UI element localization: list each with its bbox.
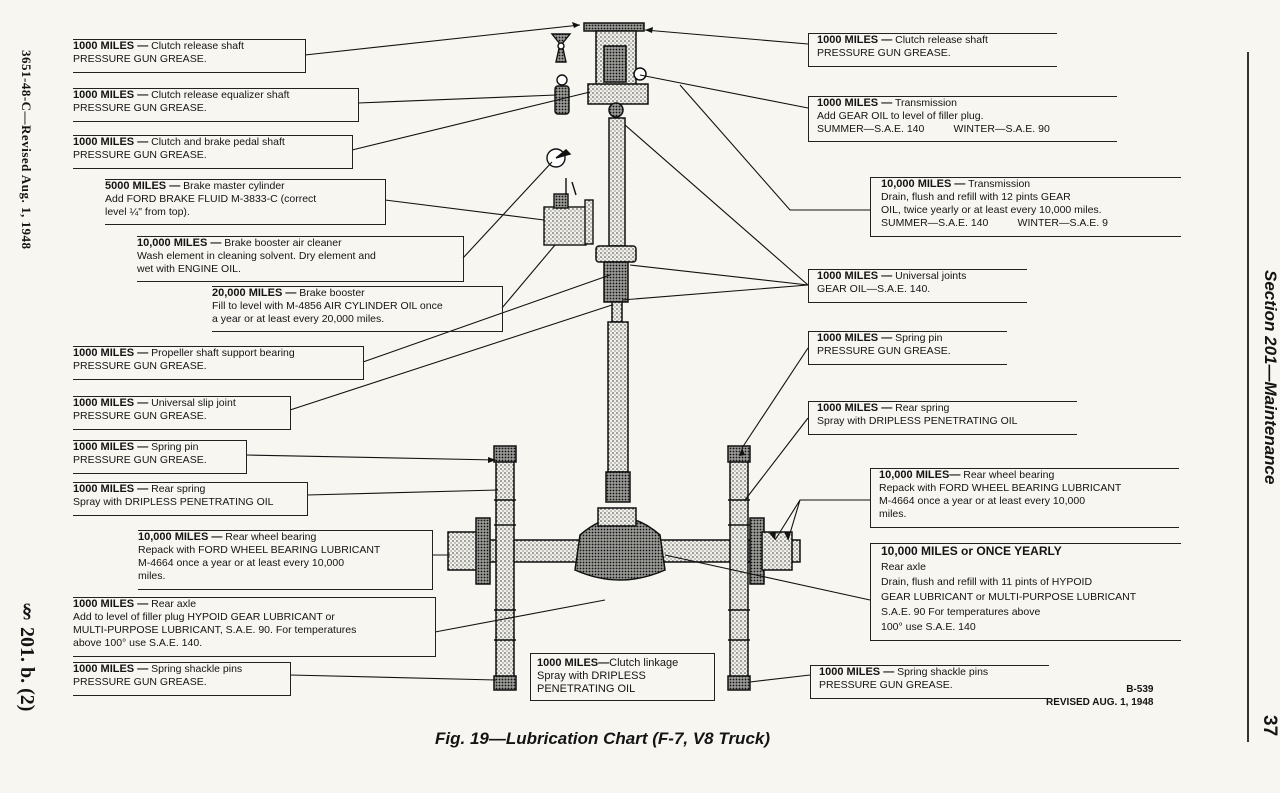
rear-axle xyxy=(447,507,801,585)
drawing-code: B-539 REVISED AUG. 1, 1948 xyxy=(1046,684,1154,708)
left-margin-code: 3651-48-C—Revised Aug. 1, 1948 xyxy=(19,50,34,250)
propeller-shaft xyxy=(595,117,637,503)
page-number: 37 xyxy=(1259,715,1280,737)
right-margin-rule xyxy=(1247,52,1249,742)
figure-caption: Fig. 19—Lubrication Chart (F-7, V8 Truck… xyxy=(435,729,771,748)
clutch-pedal-parts xyxy=(543,33,594,246)
note-left-brake-booster-air-cleaner: 10,000 MILES — Brake booster air cleaner… xyxy=(137,236,464,282)
note-left-clutch-brake-pedal-shaft: 1000 MILES — Clutch and brake pedal shaf… xyxy=(73,135,353,169)
left-section-ref: § 201. b. (2) xyxy=(16,600,38,712)
transmission-assembly xyxy=(583,22,649,118)
note-left-propeller-shaft-bearing: 1000 MILES — Propeller shaft support bea… xyxy=(73,346,364,380)
leader-arrowheads xyxy=(488,22,790,540)
right-section-title: Section 201—Maintenance xyxy=(1261,270,1280,485)
rear-springs xyxy=(493,445,751,691)
leader-lines xyxy=(245,24,871,683)
note-left-clutch-equalizer-shaft: 1000 MILES — Clutch release equalizer sh… xyxy=(73,88,359,122)
